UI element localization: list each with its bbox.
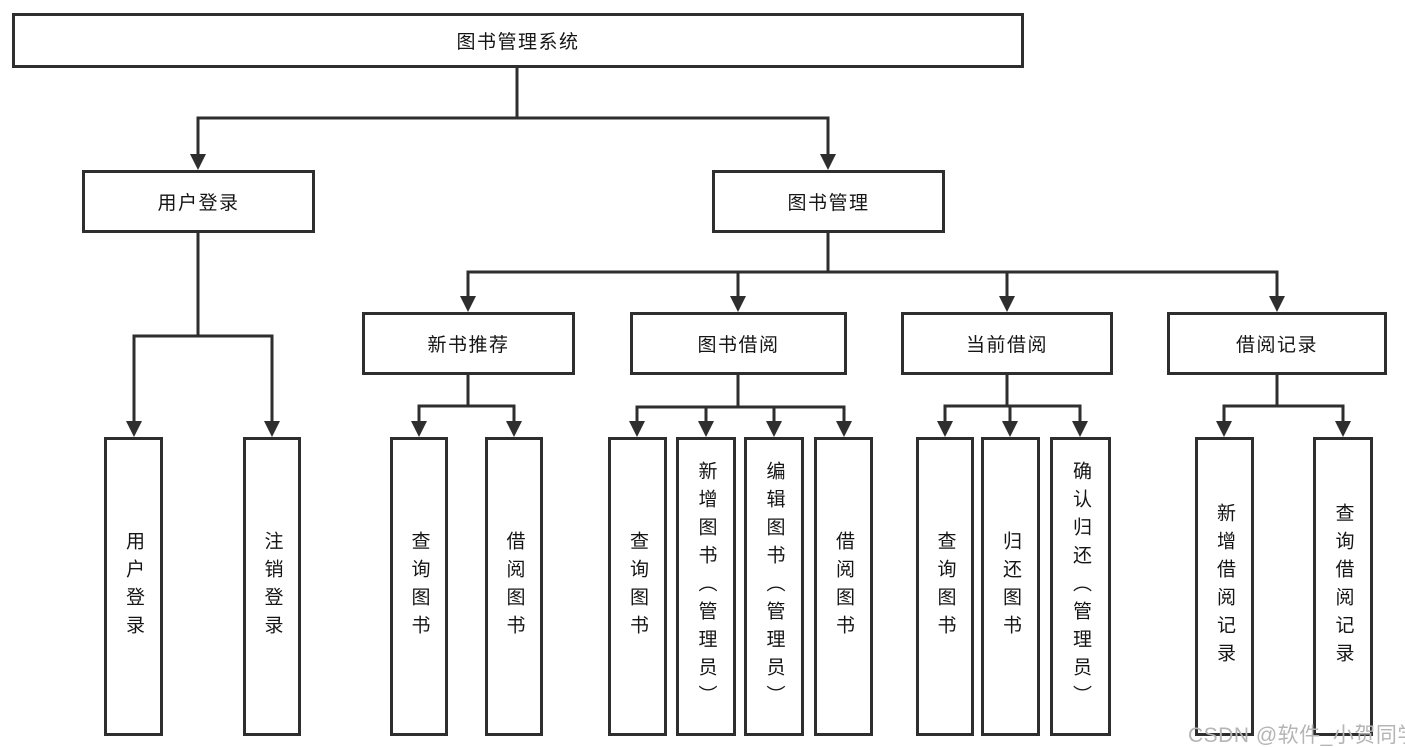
- arrowhead-icon: [730, 296, 746, 312]
- arrowhead-icon: [460, 296, 476, 312]
- leaf-add-book-admin: 新增图书（管理员）: [676, 437, 736, 736]
- leaf-user-login: 用户登录: [104, 437, 163, 736]
- arrowhead-icon: [506, 421, 522, 437]
- arrowhead-icon: [1002, 421, 1018, 437]
- leaf-logout: 注销登录: [243, 437, 301, 736]
- leaf-borrow-books-recommend: 借阅图书: [485, 437, 543, 736]
- arrowhead-icon: [766, 421, 782, 437]
- leaf-return-books: 归还图书: [981, 437, 1040, 736]
- node-current-borrowing: 当前借阅: [901, 312, 1113, 375]
- arrowhead-icon: [937, 421, 953, 437]
- node-book-management: 图书管理: [712, 170, 945, 233]
- arrowhead-icon: [1072, 421, 1088, 437]
- leaf-query-borrow-record: 查询借阅记录: [1313, 437, 1373, 736]
- connector-book-borrow-to-leaves: [635, 375, 846, 423]
- connector-current-borrow-to-leaves: [943, 375, 1082, 423]
- connector-new-books-to-leaves: [417, 375, 516, 423]
- node-book-borrowing: 图书借阅: [630, 312, 847, 375]
- leaf-borrow-books-borrowing: 借阅图书: [814, 437, 873, 736]
- node-borrowing-records: 借阅记录: [1167, 312, 1387, 375]
- leaf-add-borrow-record: 新增借阅记录: [1195, 437, 1254, 736]
- leaf-query-books-recommend: 查询图书: [390, 437, 448, 736]
- leaf-confirm-return-admin: 确认归还（管理员）: [1050, 437, 1111, 736]
- arrowhead-icon: [999, 296, 1015, 312]
- leaf-edit-book-admin: 编辑图书（管理员）: [744, 437, 804, 736]
- arrowhead-icon: [820, 154, 836, 170]
- arrowhead-icon: [1216, 421, 1232, 437]
- watermark: CSDN @软件_小贺同学: [1188, 724, 1405, 747]
- arrowhead-icon: [698, 421, 714, 437]
- connector-borrow-records-to-leaves: [1222, 375, 1345, 423]
- connector-user-login-to-leaves: [132, 233, 274, 423]
- arrowhead-icon: [1335, 421, 1351, 437]
- arrowhead-icon: [836, 421, 852, 437]
- arrowhead-icon: [190, 154, 206, 170]
- node-user-login: 用户登录: [82, 170, 315, 233]
- arrowhead-icon: [629, 421, 645, 437]
- node-library-management-system: 图书管理系统: [12, 13, 1024, 68]
- arrowhead-icon: [264, 421, 280, 437]
- arrowhead-icon: [411, 421, 427, 437]
- connector-book-mgmt-to-level3: [466, 233, 1279, 298]
- leaf-query-books-borrowing: 查询图书: [608, 437, 667, 736]
- node-new-book-recommend: 新书推荐: [362, 312, 575, 375]
- connector-root-to-level2: [196, 66, 830, 156]
- leaf-query-books-current: 查询图书: [916, 437, 974, 736]
- arrowhead-icon: [126, 421, 142, 437]
- arrowhead-icon: [1269, 296, 1285, 312]
